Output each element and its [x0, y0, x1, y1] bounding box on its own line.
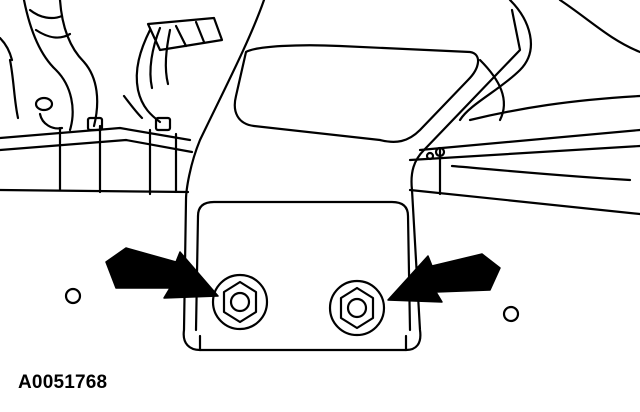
hose-assembly [0, 0, 99, 132]
mounting-bracket [182, 0, 522, 352]
wiring-harness [122, 16, 224, 124]
figure-id-label: A0051768 [18, 372, 108, 393]
indicator-arrow-right [387, 253, 501, 303]
left-frame-rail [0, 116, 194, 196]
frame-hole-left [64, 287, 82, 305]
upper-right-component [458, 0, 640, 122]
right-frame-rail [408, 94, 640, 216]
frame-hole-right [502, 305, 520, 323]
hex-nut-right [328, 279, 386, 337]
hex-nut-left [211, 273, 269, 331]
indicator-arrow-left [105, 247, 219, 299]
